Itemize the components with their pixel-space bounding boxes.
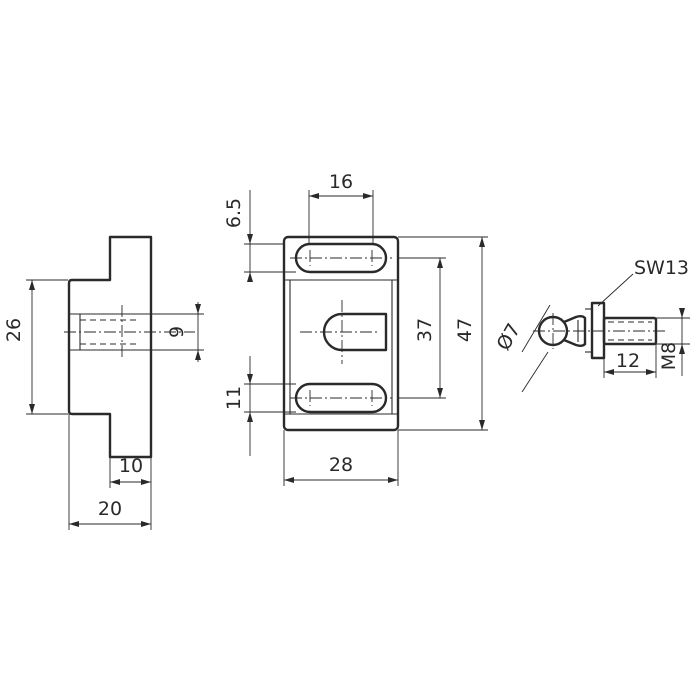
dim-front-slot-offset: 6.5: [223, 190, 296, 282]
dim-thread-length: 12: [603, 344, 657, 378]
dim-label-9: 9: [166, 326, 188, 338]
front-view-center-pocket: [322, 312, 388, 352]
dim-label-28: 28: [329, 454, 353, 476]
dim-front-slot-length: 16: [308, 171, 374, 244]
side-view-outline: [67, 235, 153, 459]
dim-front-width: 28: [283, 430, 399, 486]
side-view-slot-hidden: [80, 319, 140, 345]
dim-side-slot-depth: 10: [109, 455, 152, 488]
dim-side-total-width: 20: [68, 414, 152, 530]
dim-label-6-5: 6.5: [223, 198, 245, 228]
dim-side-height: 26: [3, 279, 68, 415]
dim-side-slot-width: 9: [151, 302, 204, 362]
dim-label-47: 47: [454, 318, 476, 342]
dim-front-slot-height: 11: [223, 356, 296, 456]
dim-label-sw13: SW13: [634, 257, 689, 279]
front-view-outline: [282, 235, 400, 432]
dim-label-11: 11: [223, 386, 245, 410]
side-view: 26 9 10 20: [3, 235, 204, 530]
dim-ball-diameter: Ø7: [493, 304, 551, 393]
dim-thread-size: M8: [656, 308, 690, 376]
dim-label-12: 12: [616, 350, 640, 372]
dim-label-37: 37: [414, 318, 436, 342]
ball-stud-thread-hidden: [608, 321, 652, 341]
dim-label-16: 16: [329, 171, 353, 193]
dim-front-inner-height: 37: [398, 257, 446, 399]
ball-stud-view: SW13 Ø7 12 M8: [493, 257, 690, 393]
dim-label-diameter-7: Ø7: [493, 320, 526, 354]
front-view-channel: [289, 280, 393, 414]
dim-label-20: 20: [98, 498, 122, 520]
dim-front-total-height: 47: [398, 236, 488, 431]
dim-wrench-size: SW13: [597, 257, 689, 307]
ball-stud-flange: [590, 301, 606, 360]
dim-label-10: 10: [119, 455, 143, 477]
dim-label-m8: M8: [658, 342, 680, 370]
dim-label-26: 26: [3, 318, 25, 342]
front-view: 16 6.5 11 37: [223, 171, 488, 486]
